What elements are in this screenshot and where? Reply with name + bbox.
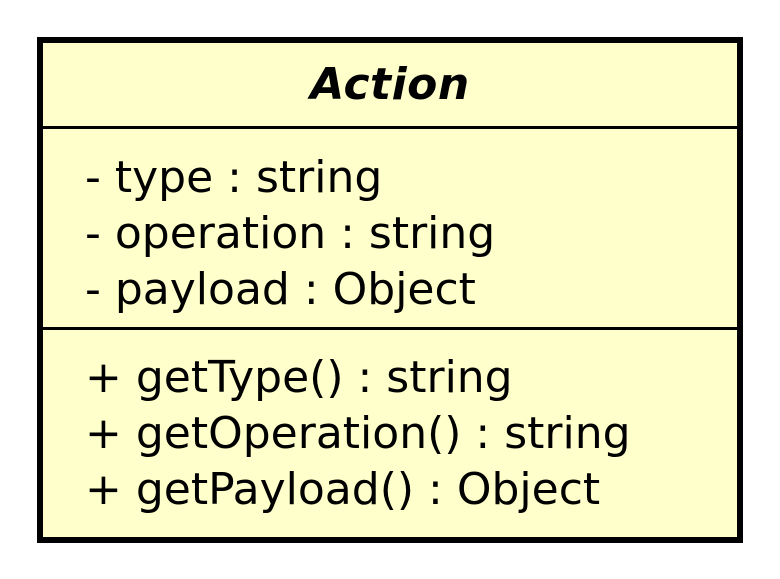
attributes-compartment: - type : string - operation : string - p… [43,129,737,330]
methods-compartment: + getType() : string + getOperation() : … [43,330,737,537]
method-get-payload: + getPayload() : Object [85,464,601,515]
attribute-operation: - operation : string [85,208,496,259]
uml-class-box: Action - type : string - operation : str… [37,37,743,543]
class-name: Action [310,58,470,110]
class-name-compartment: Action [43,43,737,129]
method-get-operation: + getOperation() : string [85,408,631,459]
attribute-type: - type : string [85,152,383,203]
attribute-payload: - payload : Object [85,264,476,315]
method-get-type: + getType() : string [85,352,513,403]
